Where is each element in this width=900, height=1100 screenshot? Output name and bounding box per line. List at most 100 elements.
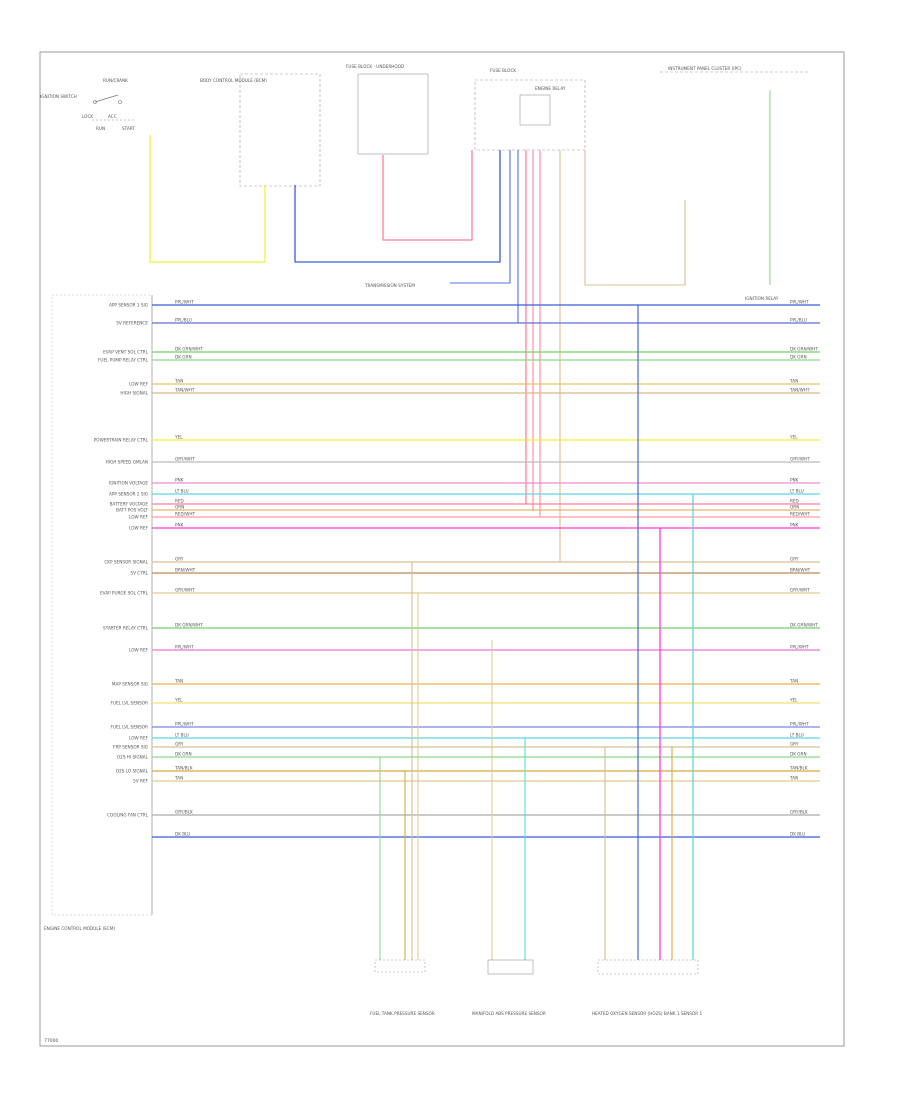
ecm-pin-label: STARTER RELAY CTRL (103, 626, 149, 631)
wire-color-label: GRY/WHT (175, 457, 195, 462)
ecm-pin-label: O2S LO SIGNAL (116, 769, 149, 774)
map-sensor-label: MANIFOLD ABS PRESSURE SENSOR (472, 1011, 546, 1016)
ecm-label: ENGINE CONTROL MODULE (ECM) (44, 926, 115, 931)
wire-color-label: TAN (174, 679, 183, 684)
run-crank-label: RUN/CRANK (103, 78, 128, 83)
ecm-pin-label: APP SENSOR 2 SIG (109, 492, 148, 497)
engine-relay-label: ENGINE RELAY (535, 86, 566, 91)
fuse-block-label: FUSE BLOCK - UNDERHOOD (346, 64, 404, 69)
ecm-pin-label: LOW REF (129, 736, 149, 741)
wire-color-label-right: TAN (789, 379, 798, 384)
wire-color-label: LT BLU (175, 489, 189, 494)
wire-color-label: DK GRN (175, 752, 192, 757)
wire-color-label: DK GRN (175, 355, 192, 360)
wire-color-label-right: RED/WHT (790, 512, 810, 517)
wire-color-label-right: LT BLU (790, 489, 804, 494)
wire-color-label: PPL/BLU (175, 318, 192, 323)
wire-color-label-right: LT BLU (790, 733, 804, 738)
ignition-switch: IGNITION SWITCH RUN/CRANK LOCK ACC RUN S… (40, 78, 135, 131)
map-sensor: MANIFOLD ABS PRESSURE SENSOR (472, 959, 546, 1016)
ecm-pin-label: FUEL PUMP RELAY CTRL (98, 358, 149, 363)
ecm-pin-label: IGNITION VOLTAGE (109, 481, 149, 486)
acc-label: ACC (108, 114, 117, 119)
fuel-tank-label: FUEL TANK PRESSURE SENSOR (370, 1011, 435, 1016)
ecm-pin-label: EVAP VENT SOL CTRL (103, 350, 149, 355)
ecm-pin-label: 5V REFERENCE (116, 321, 148, 326)
wire-color-label-right: YEL (789, 435, 798, 440)
start-label: START (122, 126, 135, 131)
wire-color-label: GRY/WHT (175, 588, 195, 593)
fuse-center-label: FUSE BLOCK (490, 68, 516, 73)
wire-color-label: TAN (174, 776, 183, 781)
wire-color-label-right: ORN (790, 505, 799, 510)
harness-wires: PPL/WHT PPL/WHT PPL/BLU PPL/BLU DK GRN/WHT DK… (152, 300, 820, 838)
ignition-switch-label: IGNITION SWITCH (40, 94, 77, 99)
ecm-connector: ENGINE CONTROL MODULE (ECM) (44, 294, 153, 931)
ecm-pin-label: CKP SENSOR SIGNAL (104, 560, 148, 565)
wire-color-label: RED/WHT (175, 512, 195, 517)
ecm-pin-label: APP SENSOR 1 SIG (109, 303, 148, 308)
wire-color-label-right: PPL/WHT (790, 722, 809, 727)
wire-color-label-right: PPL/BLU (790, 318, 807, 323)
wire-color-label: DK BLU (175, 832, 190, 837)
ecm-pin-label: LOW REF (129, 648, 149, 653)
wire-color-label: PPL/WHT (175, 645, 194, 650)
lock-label: LOCK (82, 114, 93, 119)
fuel-tank-sensor: FUEL TANK PRESSURE SENSOR (370, 959, 435, 1016)
ecm-pin-label: LOW REF (129, 515, 149, 520)
ecm-pin-label: O2S HI SIGNAL (117, 755, 149, 760)
body-control-module: BODY CONTROL MODULE (BCM) (200, 73, 321, 187)
wire-color-label-right: PPL/WHT (790, 645, 809, 650)
wire-color-label: GRY/BLK (175, 810, 193, 815)
o2-sensor: HEATED OXYGEN SENSOR (HO2S) BANK 1 SENSO… (592, 959, 702, 1016)
ecm-pin-label: EVAP PURGE SOL CTRL (100, 591, 149, 596)
wire-color-label: BRN/WHT (175, 568, 196, 573)
ignition-relay-label: IGNITION RELAY (745, 296, 779, 301)
wire-color-label: GRY (175, 742, 184, 747)
ecm-pin-label: HIGH SIGNAL (120, 391, 148, 396)
wire-color-label-right: PNK (790, 478, 799, 483)
ecm-pin-labels: APP SENSOR 1 SIG 5V REFERENCE EVAP VENT SO… (94, 303, 149, 818)
wire-color-label: YEL (174, 698, 183, 703)
wire-color-label-right: GRY/BLK (790, 810, 808, 815)
wire-color-label: DK GRN/WHT (175, 347, 203, 352)
ecm-pin-label: FRP SENSOR SIG (113, 745, 148, 750)
ecm-pin-label: COOLING FAN CTRL (107, 813, 149, 818)
wire-color-label: TAN (174, 379, 183, 384)
o2-sensor-label: HEATED OXYGEN SENSOR (HO2S) BANK 1 SENSO… (592, 1011, 702, 1016)
wire-color-label-right: TAN (789, 776, 798, 781)
wire-color-label-right: GRY (790, 742, 799, 747)
wire-color-label: PPL/WHT (175, 300, 194, 305)
top-feed-wires (149, 90, 771, 562)
wire-color-label-right: YEL (789, 698, 798, 703)
ecm-pin-label: MAP SENSOR SIG (112, 682, 148, 687)
wire-color-label: DK GRN/WHT (175, 623, 203, 628)
diagram-border (39, 51, 845, 1047)
ecm-pin-label: 5V REF (133, 779, 148, 784)
wire-color-label-right: GRY/WHT (790, 457, 810, 462)
wire-color-label: PNK (175, 478, 184, 483)
wire-color-label: LT BLU (175, 733, 189, 738)
ecm-pin-label: 5V CTRL (130, 571, 148, 576)
ecm-pin-label: LOW REF (129, 382, 149, 387)
wire-color-label-right: PNK (790, 523, 799, 528)
engine-relay: FUSE BLOCK ENGINE RELAY (474, 68, 586, 151)
wire-color-label-right: GRY (790, 557, 799, 562)
ipc-label: INSTRUMENT PANEL CLUSTER (IPC) (668, 66, 742, 71)
ecm-pin-label: FUEL LVL SENSOR (111, 701, 149, 706)
footer-code: 77000 (44, 1038, 58, 1044)
wire-color-label: TAN/WHT (174, 388, 195, 393)
ecm-pin-label: HIGH SPEED GMLAN (106, 460, 148, 465)
ecm-pin-label: LOW REF (129, 526, 149, 531)
wire-color-label: PNK (175, 523, 184, 528)
wire-color-label-right: DK GRN/WHT (790, 623, 818, 628)
wire-color-label: TAN/BLK (174, 766, 193, 771)
wire-color-label: RED (175, 499, 184, 504)
wire-color-label: YEL (174, 435, 183, 440)
wire-color-label-right: BRN/WHT (790, 568, 811, 573)
wire-color-label-right: RED (790, 499, 799, 504)
wire-color-label-right: DK GRN (790, 355, 807, 360)
wire-color-label-right: DK GRN/WHT (790, 347, 818, 352)
wire-color-label-right: TAN/BLK (789, 766, 808, 771)
